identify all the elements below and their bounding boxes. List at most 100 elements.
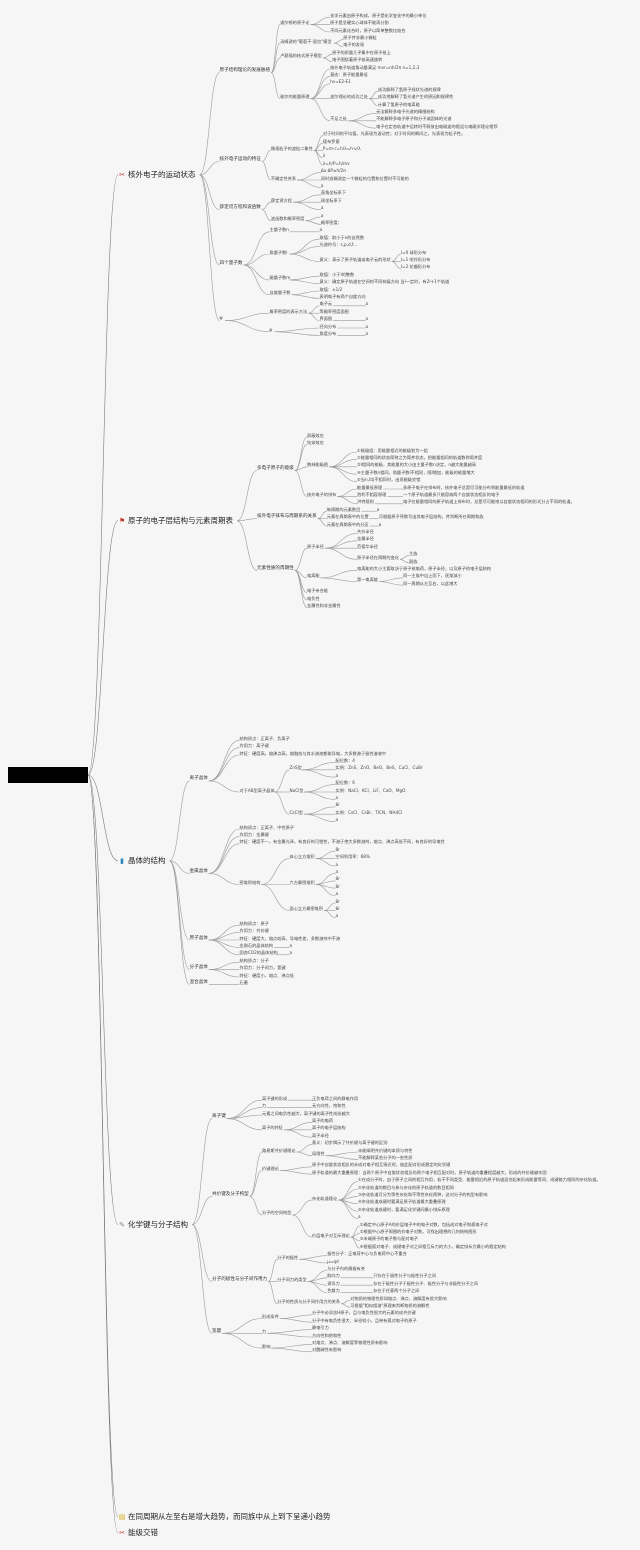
leaf-node[interactable]: 主族 [409, 551, 418, 557]
topic-node[interactable]: 原子结构理论的发展脉络 [219, 68, 271, 74]
leaf-node[interactable]: ④杂化轨道成键时要满足原子轨道最大重叠原理 [358, 1199, 446, 1205]
leaf-node[interactable]: a [289, 942, 293, 948]
subtopic-node[interactable]: 玻尔的能量原理 [280, 94, 310, 100]
leaf-node[interactable]: 特征：硬度大，熔点较高，导电性差，多数溶剂中不溶 [239, 935, 341, 941]
leaf-node[interactable]: l=0 球形分布 [400, 249, 427, 255]
subtopic-node[interactable]: 自旋量子数 [269, 290, 291, 296]
subtopic-node[interactable]: 波函数和概率密度 [270, 216, 305, 222]
leaf-node[interactable]: ③l相同的能级，其能量的大小由主量子数n决定，n越大能量越高 [357, 462, 477, 468]
leaf-node[interactable]: 正负电荷之间的静电作用 [312, 1095, 359, 1101]
subtopic-node[interactable]: 对于AB型离子晶体 [239, 787, 275, 793]
leaf-node[interactable]: 计算了氢原子的电离能 [377, 101, 420, 107]
subtopic-node[interactable]: CsCl型 [289, 809, 303, 815]
subtopic-node[interactable]: 体心立方堆积 [289, 854, 315, 860]
leaf-node[interactable]: 屏蔽效应 [307, 432, 324, 438]
subtopic-node[interactable]: 力 [262, 1103, 267, 1109]
leaf-node[interactable]: a [378, 521, 382, 527]
topic-node[interactable]: 混合晶体 [189, 979, 208, 985]
subtopic-node[interactable]: 能量最低原理 [357, 484, 383, 490]
subtopic-node[interactable]: 分子的空间构型 [262, 1210, 292, 1216]
leaf-node[interactable]: 配位数：6 [335, 780, 355, 786]
topic-node[interactable]: 核外电子运动的特征 [219, 157, 261, 162]
leaf-node[interactable]: a [358, 1214, 361, 1220]
topic-node[interactable]: 离子晶体 [189, 776, 208, 782]
leaf-node[interactable]: a [376, 506, 380, 512]
leaf-node[interactable]: 实例：CsCl、CsBr、TlCN、NH4Cl [335, 809, 403, 815]
leaf-node[interactable]: 多原子电子在排布时，核外电子总是尽可能分布到能量最低的轨道 [403, 484, 525, 490]
leaf-node[interactable]: 特征：硬度小，熔点、沸点低 [239, 972, 294, 978]
subtopic-node[interactable]: 力 [262, 1328, 267, 1334]
leaf-node[interactable]: 方向性和饱和性 [312, 1332, 342, 1338]
leaf-node[interactable]: 电子在能量相同的原子轨道上排布时，总是尽可能地以自旋状态相同的形式分占不同的轨道… [403, 499, 575, 505]
leaf-node[interactable]: 分子中必须含H原子，且与电负性很大的元素的成共价键 [312, 1310, 416, 1316]
leaf-node[interactable]: 分子中有电负性很大、半径较小，且带有孤对电子的原子 [312, 1317, 417, 1323]
leaf-node[interactable]: 存在于极性分子于极性分子、极性分子与非极性分子之间 [373, 1280, 478, 1286]
leaf-node[interactable]: 范德华半径 [357, 543, 378, 549]
leaf-node[interactable]: ④主量子数n相同，角量子数l不相同，随l增加，能级的能量增大 [357, 469, 475, 475]
leaf-node[interactable]: hv=E2-E1 [330, 79, 351, 85]
subtopic-node[interactable]: 六方最密堆积 [289, 880, 315, 885]
topic-node[interactable]: 分子晶体 [189, 965, 208, 971]
topic-node[interactable]: 核外电子排布与周期系的关系 [257, 514, 317, 520]
leaf-node[interactable]: a [335, 861, 339, 867]
subtopic-node[interactable]: 不确定性关系 [270, 175, 297, 181]
leaf-node[interactable]: ③杂化轨道可分为等性杂化和不等性杂化两种，这对分子的构型有影响 [358, 1191, 488, 1197]
leaf-node[interactable]: 原子并非最小微粒 [343, 34, 377, 40]
subtopic-node[interactable]: 角度分布 [319, 330, 337, 336]
subtopic-node[interactable]: 原子半径在周期的变化 [357, 554, 399, 560]
leaf-node[interactable]: 原子的质量几乎集中在原子核上 [332, 49, 391, 55]
subtopic-node[interactable]: 角量子数l [269, 249, 288, 255]
topic-node[interactable]: 离子键 [212, 1114, 226, 1120]
topic-node[interactable]: 共价键及分子构型 [212, 1191, 249, 1197]
leaf-node[interactable]: λ [322, 153, 326, 159]
leaf-node[interactable]: 可根据原子序数写出其电子层结构，并判断所在周期和族 [378, 514, 484, 520]
subtopic-node[interactable]: 色散力 [327, 1288, 340, 1294]
subtopic-node[interactable]: 离子的特征 [262, 1125, 283, 1131]
leaf-node[interactable]: ⑤当n,l均不相同时，出现能级交错 [357, 477, 421, 483]
leaf-node[interactable]: 作用力：金属键 [239, 831, 269, 837]
topic-node[interactable]: 原子晶体 [189, 935, 208, 941]
leaf-node[interactable]: ①确定中心原子A的价层电子中的电子对数，包括成对电子和孤电子对 [359, 1221, 488, 1227]
leaf-node[interactable]: 钻穿效应 [307, 440, 324, 446]
leaf-node[interactable]: 取值：取小于n的自然数 [319, 234, 365, 240]
branch-b1[interactable]: ✂核外电子的运动状态 [118, 170, 195, 180]
leaf-node[interactable]: 离子的电荷 [312, 1117, 333, 1123]
leaf-node[interactable]: 对熔点、沸点、溶解度等物理性质有影响 [312, 1339, 388, 1345]
leaf-node[interactable]: 取值：±1/2 [319, 286, 343, 292]
leaf-node[interactable]: Δx·ΔP≥h/2π [320, 168, 346, 174]
leaf-node[interactable]: ②能量相同的状态简称之为简并状态，把能量相同的轨道数称简并度 [357, 454, 483, 460]
subtopic-node[interactable]: 金刚石的晶体结构 [239, 942, 274, 948]
leaf-node[interactable]: a [365, 301, 369, 307]
leaf-node[interactable]: 不能解释多电子原子和分子或固体的光谱 [376, 116, 452, 122]
leaf-node[interactable]: 无法解释多电子光谱的精细结构 [376, 108, 435, 114]
leaf-node[interactable]: 8r [335, 905, 340, 911]
leaf-node[interactable]: 概率密度： [320, 219, 342, 225]
leaf-node[interactable]: 电子围绕着原子核高速旋转 [332, 57, 383, 63]
subtopic-node[interactable]: 汤姆逊的"葡萄干-面包"模型 [280, 38, 332, 44]
leaf-node[interactable]: 结构质点：原子 [239, 920, 269, 926]
subtopic-node[interactable]: 路易斯共价键理论 [262, 1147, 296, 1153]
leaf-node[interactable]: 空间利用率：68% [335, 854, 370, 860]
leaf-node[interactable]: ④根据孤对电子、成键电子对之间相互斥力的大小，确定排斥力最小的稳定结构 [359, 1243, 506, 1249]
leaf-node[interactable]: 意义：确定原子轨道在空间的不同伸展方向 当l一定时，有2l+1个轨道 [319, 279, 450, 285]
branch-b6[interactable]: ✂能级交错 [118, 1528, 158, 1538]
subtopic-node[interactable]: 意义：表示了原子轨道或电子云的形状 [319, 256, 391, 262]
leaf-node[interactable]: 作用力：共价键 [239, 928, 269, 934]
leaf-node[interactable]: 核外电子轨道角动量满足 mvr=nh/2π n=1,2,3 [330, 64, 420, 70]
leaf-node[interactable]: 表明电子有两个自旋方向 [319, 293, 366, 299]
leaf-node[interactable]: λ=h/P=h/mv [322, 160, 350, 166]
leaf-node[interactable]: 对于时间的平均值，光表现为波动性；对于时间的瞬间之，光表现为粒子性。 [322, 131, 466, 137]
leaf-node[interactable]: 8r [335, 898, 340, 904]
subtopic-node[interactable]: 洪特规则 [357, 499, 374, 505]
subtopic-node[interactable]: 分子间力的类型 [277, 1277, 307, 1282]
leaf-node[interactable]: 电子在定态轨道中运转时不释放出电磁波的假设与电磁学理论相悖 [376, 123, 498, 129]
leaf-node[interactable]: 作用力：离子键 [239, 743, 269, 749]
leaf-node[interactable]: a [335, 868, 339, 874]
subtopic-node[interactable]: 界面图 [319, 316, 333, 322]
subtopic-node[interactable]: 泡利不相容原理 [357, 491, 387, 497]
topic-node[interactable]: 多电子原子的能级 [257, 466, 294, 471]
leaf-node[interactable]: 金属性和非金属性 [307, 602, 341, 608]
subtopic-node[interactable]: 电离能 [307, 573, 320, 579]
leaf-node[interactable]: 结构质点：分子 [239, 957, 269, 963]
leaf-node[interactable]: 离子半径 [312, 1132, 329, 1138]
